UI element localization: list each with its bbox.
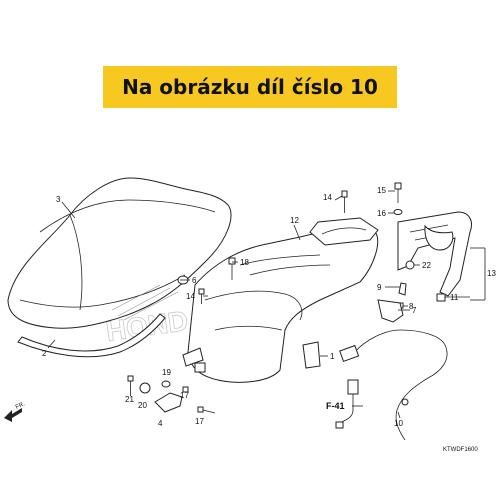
diagram-code: KTWDF1600	[443, 447, 478, 453]
callout-13: 13	[487, 269, 496, 278]
callout-15: 15	[377, 186, 386, 195]
callout-labels: 3 2 6 18 12 14 15 16 13 22 9 11 8 7 14 1…	[42, 186, 496, 428]
callout-18: 18	[240, 258, 249, 267]
callout-11: 11	[450, 293, 459, 302]
callout-22: 22	[422, 261, 431, 270]
callout-4: 4	[158, 419, 163, 428]
callout-19: 19	[162, 368, 171, 377]
front-label: FR.	[15, 401, 27, 411]
callout-16: 16	[377, 209, 386, 218]
callout-6: 6	[192, 276, 197, 285]
callout-7: 7	[412, 306, 417, 315]
callout-20: 20	[138, 401, 147, 410]
fasteners	[127, 182, 446, 414]
callout-14-side: 14	[186, 292, 195, 301]
callout-8: 8	[409, 302, 414, 311]
callout-21: 21	[125, 395, 134, 404]
front-direction-marker: FR.	[4, 401, 26, 422]
callout-1: 1	[330, 352, 335, 361]
banner-text: Na obrázku díl číslo 10	[122, 75, 378, 99]
callout-14-top: 14	[323, 193, 332, 202]
callout-12: 12	[290, 216, 299, 225]
luggage-box	[182, 217, 379, 383]
callout-3: 3	[56, 195, 61, 204]
rear-bracket	[397, 211, 472, 297]
callout-2: 2	[42, 349, 47, 358]
callout-17-b: 17	[195, 417, 204, 426]
leader-lines	[47, 190, 486, 419]
callout-9: 9	[377, 283, 382, 292]
seat-cable	[335, 329, 448, 441]
part-number-banner: Na obrázku díl číslo 10	[103, 66, 397, 108]
callout-10: 10	[394, 419, 403, 428]
f41-reference: F-41	[326, 401, 345, 411]
callout-17-a: 17	[180, 391, 189, 400]
seat-assembly	[7, 177, 232, 358]
